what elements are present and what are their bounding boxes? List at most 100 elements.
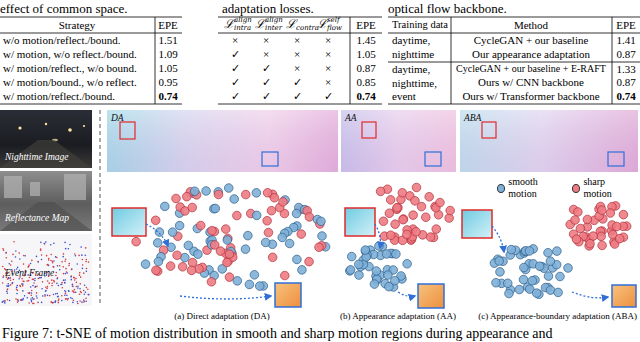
tsne-point bbox=[505, 289, 514, 298]
event-dot bbox=[56, 283, 58, 285]
event-dot bbox=[15, 298, 17, 300]
event-dot bbox=[51, 301, 53, 303]
tsne-point bbox=[412, 227, 421, 236]
event-dot bbox=[71, 268, 73, 270]
table-cell: 1.45 bbox=[356, 34, 375, 47]
table-rule bbox=[388, 33, 640, 34]
event-dot bbox=[7, 288, 9, 290]
table-cell: 0.74 bbox=[158, 90, 177, 103]
table-header: Strategy bbox=[59, 19, 96, 32]
tsne-point bbox=[230, 195, 239, 204]
subfigure-caption: (c) Appearance-boundary adaptation (ABA) bbox=[478, 311, 637, 322]
event-dot bbox=[59, 269, 61, 271]
event-dot bbox=[77, 287, 79, 289]
event-dot bbox=[85, 298, 87, 300]
tsne-point bbox=[181, 253, 190, 262]
tsne-point bbox=[151, 216, 160, 225]
tsne-point bbox=[141, 260, 150, 269]
event-dot bbox=[29, 292, 31, 294]
event-dot bbox=[28, 264, 30, 266]
event-dot bbox=[82, 268, 84, 270]
event-dot bbox=[76, 263, 78, 265]
event-dot bbox=[55, 293, 57, 295]
event-dot bbox=[44, 243, 46, 245]
event-dot bbox=[41, 288, 43, 290]
event-dot bbox=[51, 282, 53, 284]
tsne-point bbox=[503, 279, 512, 288]
panel-label: ABA bbox=[464, 113, 481, 123]
table-cell: w/ motion/reflect./bound. bbox=[3, 90, 115, 103]
event-dot bbox=[28, 266, 30, 268]
tsne-point bbox=[403, 259, 412, 268]
event-dot bbox=[28, 302, 30, 304]
tsne-point bbox=[507, 245, 516, 254]
event-dot bbox=[47, 280, 49, 282]
table-cell: 1.05 bbox=[158, 62, 177, 75]
loss-subscript: flow bbox=[327, 25, 342, 33]
tsne-point bbox=[411, 197, 420, 206]
loss-superscript: align bbox=[265, 17, 283, 25]
input-image-panel: Reflectance Map bbox=[0, 171, 92, 231]
event-dot bbox=[88, 261, 90, 263]
event-dot bbox=[30, 298, 32, 300]
event-dot bbox=[45, 290, 47, 292]
event-dot bbox=[20, 286, 22, 288]
tsne-point bbox=[233, 211, 242, 220]
legend-swatch bbox=[497, 184, 505, 193]
tsne-point bbox=[355, 271, 364, 280]
table-header: Training data bbox=[392, 19, 448, 32]
pointer-arrow bbox=[375, 224, 380, 248]
table-rule bbox=[388, 104, 640, 105]
flow-image-panel: ABA bbox=[460, 110, 638, 172]
check-mark: × bbox=[325, 62, 331, 75]
check-mark: ✓ bbox=[262, 90, 271, 103]
event-dot bbox=[45, 241, 47, 243]
event-dot bbox=[58, 302, 60, 304]
event-dot bbox=[33, 282, 35, 284]
tsne-scatter bbox=[132, 183, 631, 298]
event-dot bbox=[36, 295, 38, 297]
event-dot bbox=[68, 291, 70, 293]
event-dot bbox=[61, 261, 63, 263]
tsne-point bbox=[525, 247, 534, 256]
tsne-point bbox=[535, 262, 544, 271]
event-dot bbox=[79, 274, 81, 276]
event-dot bbox=[63, 253, 65, 255]
flow-field bbox=[460, 110, 638, 172]
event-dot bbox=[82, 259, 84, 261]
region-box bbox=[608, 152, 624, 166]
table-header: EPE bbox=[616, 19, 636, 32]
event-dot bbox=[6, 289, 8, 291]
panel-label: AA bbox=[345, 113, 357, 123]
event-dot bbox=[7, 292, 9, 294]
event-dot bbox=[17, 267, 19, 269]
tsne-point bbox=[194, 250, 203, 259]
tsne-point bbox=[386, 196, 395, 205]
event-dot bbox=[61, 295, 63, 297]
event-dot bbox=[85, 259, 87, 261]
table-header: Method bbox=[514, 19, 548, 32]
event-dot bbox=[1, 301, 3, 303]
event-dot bbox=[54, 302, 56, 304]
event-dot bbox=[20, 299, 22, 301]
table-cell: 1.51 bbox=[158, 34, 177, 47]
event-dot bbox=[64, 282, 66, 284]
light bbox=[68, 128, 72, 132]
table-cell: daytime, nighttime bbox=[392, 34, 448, 62]
event-dot bbox=[70, 275, 72, 277]
loss-symbol: ℒ bbox=[255, 18, 265, 30]
tsne-point bbox=[255, 282, 264, 291]
tsne-point bbox=[188, 258, 197, 267]
table-header: EPE bbox=[356, 19, 376, 32]
event-dot bbox=[83, 299, 85, 301]
flow-shade bbox=[341, 110, 456, 172]
tsne-point bbox=[267, 206, 276, 215]
event-dot bbox=[58, 300, 60, 302]
event-dot bbox=[33, 298, 35, 300]
tsne-point bbox=[597, 232, 606, 241]
table-cell: Ours w/ CNN backbone bbox=[478, 76, 584, 89]
event-dot bbox=[32, 298, 34, 300]
event-dot bbox=[58, 285, 60, 287]
check-mark: × bbox=[263, 34, 269, 47]
loss-superscript: align bbox=[234, 17, 252, 25]
